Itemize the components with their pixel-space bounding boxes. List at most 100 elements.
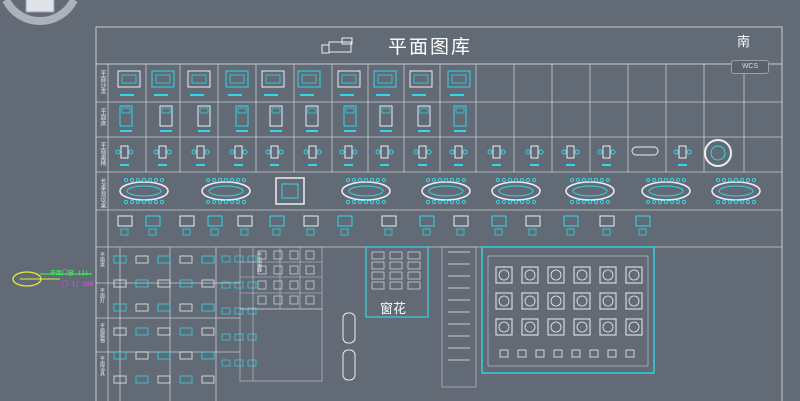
cad-block xyxy=(519,199,525,205)
cad-block xyxy=(345,177,351,183)
cad-block xyxy=(389,251,403,260)
cad-block xyxy=(234,359,244,367)
cad-block xyxy=(733,177,739,183)
cad-block xyxy=(422,228,431,236)
cad-block xyxy=(575,177,581,183)
cad-block xyxy=(225,70,249,88)
cad-block xyxy=(151,70,175,88)
cad-block xyxy=(265,149,271,155)
cad-block xyxy=(625,349,635,358)
cad-block xyxy=(607,349,617,358)
cad-block xyxy=(211,177,217,183)
cad-block xyxy=(645,177,651,183)
cad-block xyxy=(236,130,248,132)
cad-block xyxy=(247,359,257,367)
cad-block xyxy=(269,215,285,227)
cad-block xyxy=(575,199,581,205)
cad-block xyxy=(431,199,437,205)
cad-block xyxy=(187,70,211,88)
cad-block xyxy=(141,177,147,183)
cad-block xyxy=(289,295,299,305)
cad-block xyxy=(417,105,431,127)
cad-block xyxy=(407,281,421,290)
cad-block xyxy=(454,164,463,166)
cad-block xyxy=(547,292,565,310)
cad-block xyxy=(407,271,421,280)
cad-block xyxy=(751,199,757,205)
cad-block xyxy=(196,145,205,159)
cad-block xyxy=(204,149,210,155)
library-frame xyxy=(95,26,783,401)
cad-block xyxy=(437,177,443,183)
grid-columns xyxy=(119,64,745,401)
cad-block xyxy=(235,177,241,183)
cad-block xyxy=(389,281,403,290)
cad-block xyxy=(631,146,659,156)
cad-block xyxy=(669,177,675,183)
cad-block xyxy=(234,164,243,166)
cad-block xyxy=(413,74,429,84)
cad-block xyxy=(129,177,135,183)
cad-block xyxy=(521,292,539,310)
cad-block xyxy=(602,145,611,159)
cad-block xyxy=(234,145,243,159)
cad-block xyxy=(571,349,581,358)
cad-block xyxy=(352,149,358,155)
cad-block xyxy=(443,177,449,183)
cad-block xyxy=(628,269,640,281)
cad-block xyxy=(120,94,134,96)
cad-block xyxy=(375,149,381,155)
cad-block xyxy=(657,177,663,183)
cad-block xyxy=(461,199,467,205)
cad-block xyxy=(273,265,283,275)
cad-block xyxy=(234,307,244,315)
cad-block xyxy=(380,130,392,132)
cad-block xyxy=(501,177,507,183)
cad-block xyxy=(715,199,721,205)
cad-block xyxy=(501,199,507,205)
cad-block xyxy=(179,375,193,384)
cad-block xyxy=(272,228,281,236)
cad-block xyxy=(425,177,431,183)
cad-block xyxy=(745,177,751,183)
cad-block xyxy=(275,177,305,205)
cad-block xyxy=(605,199,611,205)
cad-block xyxy=(561,149,567,155)
cad-block xyxy=(550,269,562,281)
cad-block xyxy=(345,199,351,205)
cad-block xyxy=(525,149,531,155)
selected-object[interactable] xyxy=(12,271,92,287)
cad-block xyxy=(115,149,121,155)
cad-block xyxy=(576,295,588,307)
viewcube-compass[interactable] xyxy=(0,0,80,62)
cad-block xyxy=(161,107,171,114)
cad-block xyxy=(412,94,426,96)
cad-block xyxy=(547,266,565,284)
cad-block xyxy=(521,266,539,284)
cad-block xyxy=(455,107,465,114)
cad-block xyxy=(739,199,745,205)
cad-block xyxy=(247,333,257,341)
cad-block xyxy=(739,177,745,183)
cad-block xyxy=(273,295,283,305)
cad-block xyxy=(531,199,537,205)
cad-block xyxy=(437,199,443,205)
wcs-menu[interactable]: WCS xyxy=(731,60,769,74)
cad-block xyxy=(126,185,162,197)
cad-block xyxy=(715,177,721,183)
cad-block xyxy=(628,321,640,333)
cad-block xyxy=(113,303,127,312)
cad-block xyxy=(190,94,204,96)
cad-block xyxy=(257,265,267,275)
cad-block xyxy=(531,177,537,183)
cad-block xyxy=(153,177,159,183)
cad-block xyxy=(498,295,510,307)
cad-block xyxy=(257,250,267,260)
cad-block xyxy=(120,130,132,132)
cad-block xyxy=(375,199,381,205)
cad-block xyxy=(179,351,193,360)
cad-block xyxy=(257,280,267,290)
cad-block xyxy=(157,375,171,384)
